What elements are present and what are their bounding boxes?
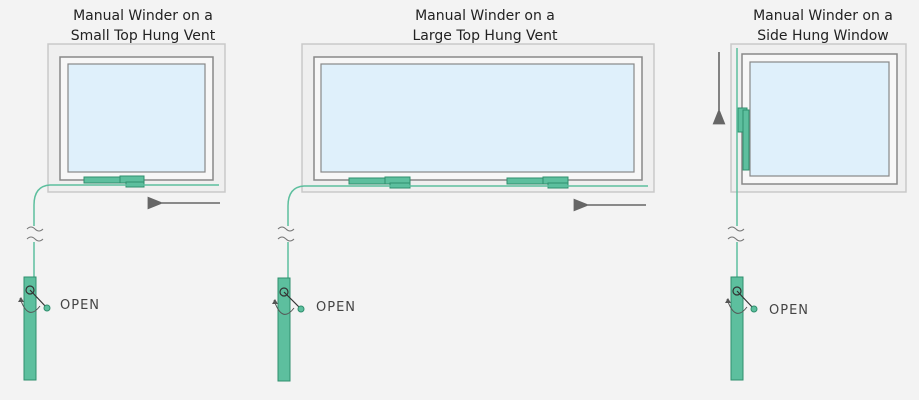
side-rotation-arrowhead: [725, 298, 731, 303]
small-winder-knob: [43, 304, 51, 312]
large-winder-body: [277, 277, 291, 382]
panel-large-title-line2: Large Top Hung Vent: [412, 28, 558, 44]
panel-large-title-line1: Manual Winder on a: [415, 8, 555, 24]
side-cable-break-mark: [727, 226, 745, 242]
side-winder-pivot: [732, 286, 742, 296]
side-winder-body: [730, 276, 744, 381]
small-cable-break-mark: [26, 226, 44, 242]
large-winder-handle-unit: [272, 277, 305, 382]
side-glass-pane: [749, 61, 890, 177]
panel-side-title-line2: Side Hung Window: [757, 28, 889, 44]
panel-side-open-label: OPEN: [769, 303, 810, 318]
small-cable-upper: [33, 184, 219, 226]
small-glass-pane: [67, 63, 206, 173]
side-actuator-bar: [742, 109, 750, 171]
large-cable-upper: [287, 185, 648, 226]
small-vent-window: [47, 43, 226, 193]
small-rotation-arrowhead: [18, 297, 24, 302]
side-hung-window: [730, 43, 907, 193]
large-winder-knob: [297, 305, 305, 313]
panel-large-title: Manual Winder on a Large Top Hung Vent: [385, 6, 585, 46]
panel-small-title: Manual Winder on a Small Top Hung Vent: [48, 6, 238, 46]
large-glass-pane: [320, 63, 635, 173]
panel-side-title: Manual Winder on a Side Hung Window: [728, 6, 918, 46]
large-cable-break-mark: [277, 226, 295, 242]
large-winder-crank: [283, 291, 302, 310]
panel-large-open-label: OPEN: [316, 300, 357, 315]
small-winder-handle-unit: [18, 276, 51, 381]
small-winder-pivot: [25, 285, 35, 295]
side-winder-crank: [736, 290, 755, 310]
side-winder-knob: [750, 305, 758, 313]
panel-small-open-label: OPEN: [60, 298, 101, 313]
side-winder-handle-unit: [725, 276, 758, 381]
large-rotation-arrowhead: [272, 299, 278, 304]
small-winder-body: [23, 276, 37, 381]
panel-side-title-line1: Manual Winder on a: [753, 8, 893, 24]
small-winder-crank: [29, 289, 48, 309]
panel-small-title-line1: Manual Winder on a: [73, 8, 213, 24]
large-winder-pivot: [279, 287, 289, 297]
side-winder-actuator: [737, 107, 750, 171]
panel-small-title-line2: Small Top Hung Vent: [70, 28, 216, 44]
large-vent-window: [301, 43, 655, 193]
